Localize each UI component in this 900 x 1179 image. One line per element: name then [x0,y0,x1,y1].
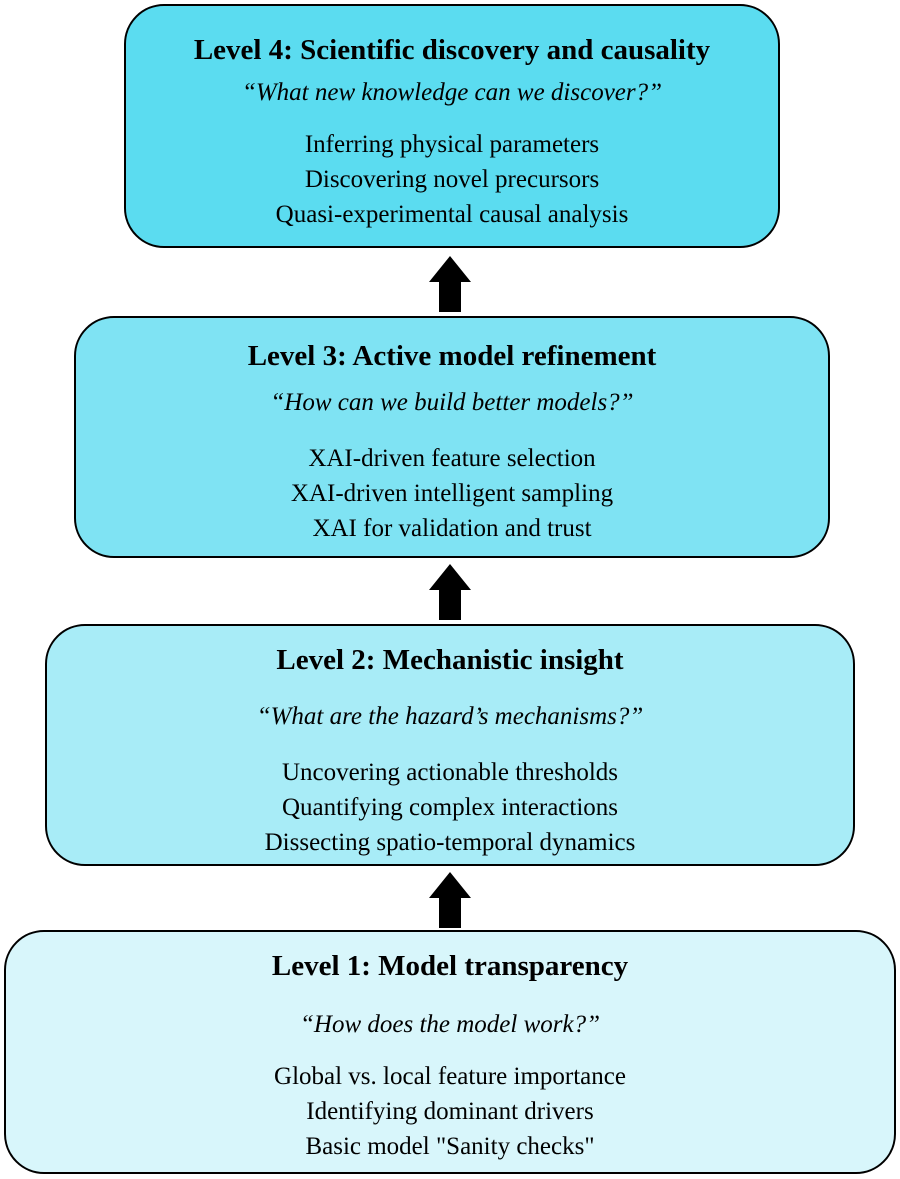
level-4-item-list: Inferring physical parameters Discoverin… [126,127,778,232]
level-2-item: Uncovering actionable thresholds [281,759,618,786]
arrow-shape [429,256,471,312]
level-4-item: Quasi-experimental causal analysis [275,201,629,228]
level-3-box: Level 3: Active model refinement “How ca… [74,316,830,558]
arrow-shape [429,872,471,928]
level-3-item-list: XAI-driven feature selection XAI-driven … [76,441,828,546]
level-4-question: “What new knowledge can we discover?” [241,79,663,106]
level-1-question: “How does the model work?” [300,1011,600,1038]
level-3-item: XAI-driven feature selection [308,445,596,472]
level-2-box: Level 2: Mechanistic insight “What are t… [45,624,855,866]
level-4-box: Level 4: Scientific discovery and causal… [124,4,780,248]
level-1-box: Level 1: Model transparency “How does th… [4,930,896,1174]
arrow-shape [429,564,471,620]
level-4-item: Inferring physical parameters [304,131,600,158]
level-1-item: Global vs. local feature importance [274,1063,626,1090]
level-2-question: “What are the hazard’s mechanisms?” [256,703,644,730]
level-1-title: Level 1: Model transparency [271,950,629,982]
level-3-item: XAI-driven intelligent sampling [290,480,614,507]
level-1-item: Basic model "Sanity checks" [305,1133,595,1160]
up-arrow-icon [429,564,471,620]
level-2-item: Quantifying complex interactions [281,794,619,821]
level-1-item-list: Global vs. local feature importance Iden… [6,1059,894,1164]
level-2-item: Dissecting spatio-temporal dynamics [264,829,636,856]
level-2-title: Level 2: Mechanistic insight [276,644,624,676]
up-arrow-icon [429,872,471,928]
level-2-item-list: Uncovering actionable thresholds Quantif… [47,755,853,860]
up-arrow-icon [429,256,471,312]
level-4-title: Level 4: Scientific discovery and causal… [193,34,711,66]
level-1-item: Identifying dominant drivers [306,1098,594,1125]
level-3-item: XAI for validation and trust [312,515,592,542]
level-3-question: “How can we build better models?” [270,389,634,416]
level-3-title: Level 3: Active model refinement [247,340,657,372]
level-4-item: Discovering novel precursors [304,166,600,193]
